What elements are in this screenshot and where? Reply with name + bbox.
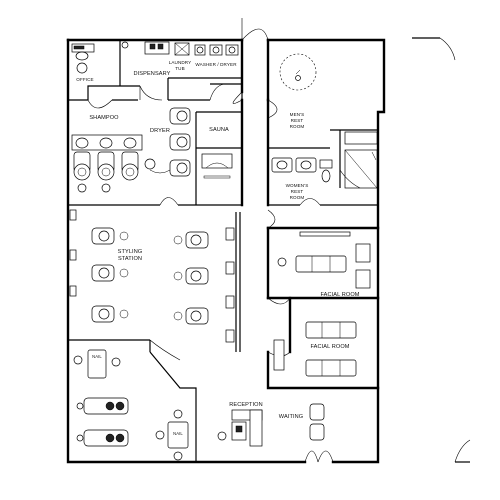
shampoo-stations: [71, 134, 143, 193]
office-furniture: [71, 41, 129, 74]
reception-desk: [217, 409, 263, 447]
room-label-washer-dryer: WASHER / DRYER: [195, 62, 237, 67]
room-label-styling-1: STYLING: [118, 249, 143, 255]
room-label-facial-upper: FACIAL ROOM: [320, 292, 359, 298]
dryer-chairs: [144, 107, 191, 177]
room-label-nail-lower: NAIL: [173, 431, 183, 436]
room-label-waiting: WAITING: [279, 414, 303, 420]
womens-restroom-fixtures: [271, 157, 361, 189]
dispensary-fixtures: [144, 41, 239, 56]
facial-room-upper-furniture: [277, 231, 371, 289]
nail-stations: [73, 349, 189, 461]
room-label-sauna: SAUNA: [209, 127, 229, 133]
room-label-nail-upper: NAIL: [92, 354, 102, 359]
room-label-mens-1: MEN'S: [290, 112, 305, 117]
waiting-chairs: [309, 403, 325, 441]
room-label-styling-2: STATION: [118, 256, 142, 262]
room-label-womens-2: REST: [291, 189, 304, 194]
room-label-dryer: DRYER: [150, 128, 170, 134]
room-label-facial-lower: FACIAL ROOM: [310, 344, 349, 350]
room-label-dispensary: DISPENSARY: [134, 71, 171, 77]
interior-walls: [68, 38, 380, 462]
room-label-womens-3: ROOM: [290, 195, 305, 200]
room-label-office: OFFICE: [76, 77, 93, 82]
room-label-laundry-tub-2: TUB: [175, 66, 185, 71]
facial-room-lower-furniture: [273, 321, 357, 377]
styling-chairs: [69, 209, 235, 343]
room-label-shampoo: SHAMPOO: [89, 115, 119, 121]
door-swings: [87, 18, 471, 463]
sink-cabinet: [201, 153, 233, 179]
room-label-laundry-tub-1: LAUNDRY: [169, 60, 192, 65]
room-label-reception: RECEPTION: [229, 402, 263, 408]
mens-restroom-fixtures: [279, 53, 378, 189]
room-label-womens-1: WOMEN'S: [286, 183, 309, 188]
room-label-mens-3: ROOM: [290, 124, 305, 129]
room-label-mens-2: REST: [291, 118, 304, 123]
